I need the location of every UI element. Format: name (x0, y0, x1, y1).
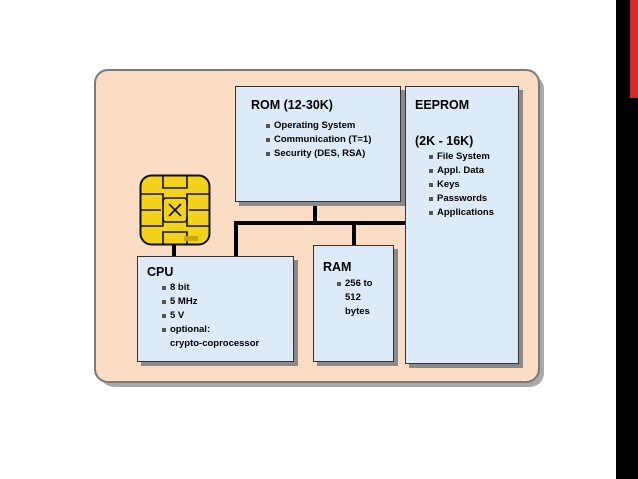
list-item: Passwords (429, 192, 494, 206)
bus-rom-drop (313, 202, 317, 224)
list-item: Security (DES, RSA) (266, 147, 371, 161)
bus-chip-link (172, 245, 176, 257)
list-item: Appl. Data (429, 164, 494, 178)
list-item: Communication (T=1) (266, 133, 371, 147)
cpu-title: CPU (147, 265, 174, 279)
chip-contact-icon (139, 174, 211, 246)
bus-cpu-drop (234, 221, 238, 258)
list-item-continuation: bytes (345, 306, 370, 317)
eeprom-subtitle: (2K - 16K) (415, 134, 474, 148)
list-item-continuation: 512 (345, 292, 361, 303)
list-item-continuation: crypto-coprocessor (170, 338, 260, 349)
ram-box: RAM 256 to 512 bytes (313, 245, 394, 362)
list-item: optional: (162, 323, 259, 337)
bus-ram-drop (352, 221, 356, 245)
list-item: Keys (429, 178, 494, 192)
eeprom-title: EEPROM (415, 98, 470, 112)
list-item: 256 to (337, 277, 372, 291)
list-item: Operating System (266, 119, 371, 133)
eeprom-items: File System Appl. Data Keys Passwords Ap… (429, 150, 494, 220)
eeprom-box: EEPROM (2K - 16K) File System Appl. Data… (405, 86, 519, 364)
cpu-items: 8 bit 5 MHz 5 V optional: crypto-coproce… (162, 281, 259, 351)
ram-items: 256 to 512 bytes (337, 277, 372, 319)
slide-accent-bar (630, 0, 638, 98)
list-item: 5 V (162, 309, 259, 323)
bus-horizontal (234, 221, 409, 225)
list-item: 5 MHz (162, 295, 259, 309)
cpu-box: CPU 8 bit 5 MHz 5 V optional: crypto-cop… (137, 256, 294, 362)
list-item: Applications (429, 206, 494, 220)
slide-side-bar (616, 0, 638, 479)
rom-box: ROM (12-30K) Operating System Communicat… (235, 86, 401, 202)
list-item: 8 bit (162, 281, 259, 295)
rom-title: ROM (12-30K) (251, 98, 333, 112)
list-item: File System (429, 150, 494, 164)
rom-items: Operating System Communication (T=1) Sec… (266, 119, 371, 161)
ram-title: RAM (323, 260, 352, 274)
